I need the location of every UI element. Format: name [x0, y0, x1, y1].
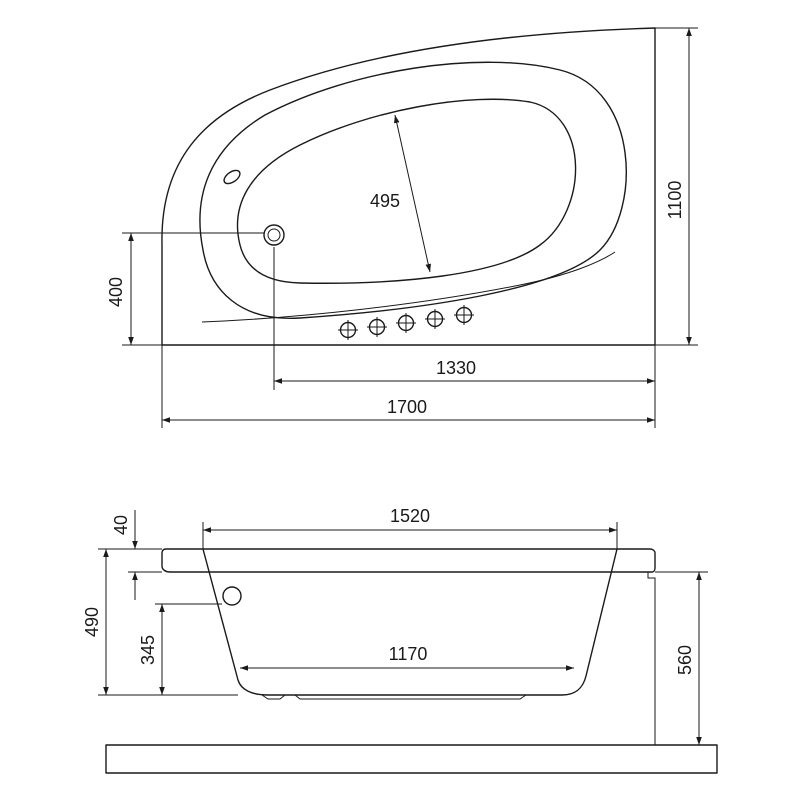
drain-inner [267, 228, 281, 242]
dim-overflow-height: 345 [138, 603, 238, 696]
dim-drain-position: 400 [106, 232, 264, 346]
dim-total-depth-label: 1100 [665, 181, 685, 220]
dim-total-depth: 1100 [655, 27, 698, 346]
side-view-skirt [647, 572, 656, 745]
overflow-slot [223, 169, 241, 185]
side-view-body [202, 548, 618, 696]
dim-top-length-label: 1520 [390, 506, 430, 526]
massage-jets [338, 305, 474, 340]
side-view-rim [161, 548, 656, 573]
dim-tub-height: 490 [82, 548, 162, 696]
dim-tub-height-label: 490 [82, 607, 102, 637]
dim-basin-width: 495 [370, 114, 431, 273]
top-view-outer-outline [161, 27, 656, 346]
side-view: 1520 1170 40 345 490 [82, 506, 718, 774]
jet-1 [338, 320, 358, 340]
dim-inner-length: 1330 [273, 247, 656, 390]
dim-total-length: 1700 [161, 345, 656, 428]
dim-total-height: 560 [655, 571, 708, 746]
jet-3 [396, 313, 416, 333]
jet-5 [454, 305, 474, 325]
dim-overflow-height-label: 345 [138, 635, 158, 665]
dim-rim-thickness: 40 [111, 510, 162, 600]
top-view: 495 1100 400 1330 1700 [106, 27, 698, 428]
top-view-rim-contour [199, 61, 627, 319]
dim-bottom-length-label: 1170 [389, 644, 428, 664]
side-view-base [261, 694, 527, 700]
jet-2 [367, 317, 387, 337]
side-overflow [222, 586, 242, 606]
dim-top-length: 1520 [202, 506, 618, 549]
jet-4 [425, 309, 445, 329]
top-view-ledge-line [201, 251, 616, 323]
top-view-basin-contour [236, 98, 577, 284]
dim-basin-width-label: 495 [370, 191, 400, 211]
dim-total-length-label: 1700 [387, 397, 427, 417]
drain-outer [263, 224, 285, 246]
dim-inner-length-label: 1330 [436, 358, 476, 378]
dim-total-height-label: 560 [675, 645, 695, 675]
dim-drain-position-label: 400 [106, 277, 126, 307]
dim-rim-thickness-label: 40 [111, 515, 131, 535]
floor-plate [105, 744, 718, 774]
dim-bottom-length: 1170 [240, 644, 574, 671]
